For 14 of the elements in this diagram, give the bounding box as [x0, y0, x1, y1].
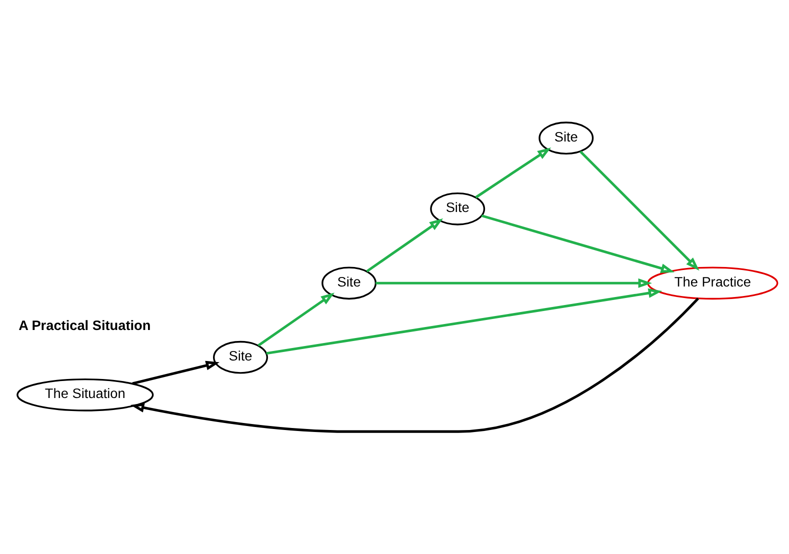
node-ellipse: Site	[430, 192, 486, 226]
arrow	[475, 147, 552, 198]
node-ellipse: Site	[322, 266, 377, 300]
arrow	[366, 218, 444, 272]
arrow	[130, 298, 700, 433]
arrow	[258, 292, 335, 347]
arrow	[481, 214, 675, 273]
arrow	[579, 150, 700, 271]
node-ellipse: Site	[213, 340, 268, 374]
arrow	[376, 278, 652, 288]
node-ellipse: Site	[538, 122, 594, 155]
arrow	[266, 288, 662, 355]
label: A Practical Situation	[18, 318, 151, 333]
arrow	[132, 360, 220, 385]
